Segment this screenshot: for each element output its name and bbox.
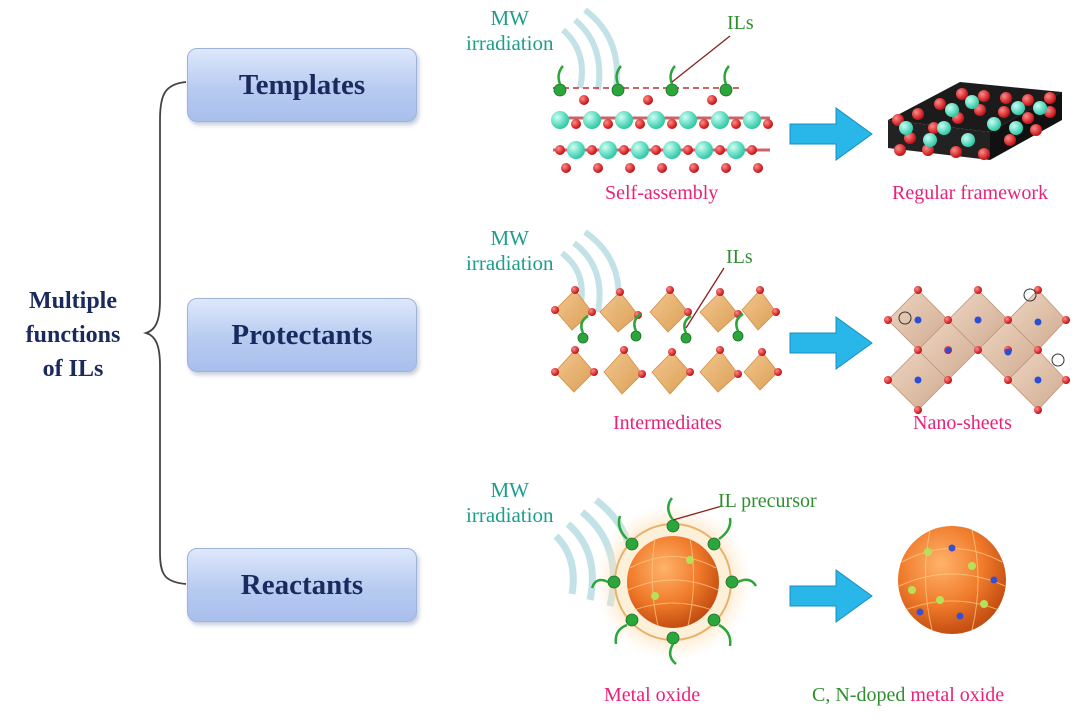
caption-regular-framework: Regular framework xyxy=(892,182,1049,204)
function-label: Reactants xyxy=(240,568,364,601)
caption-nano-sheets: Nano-sheets xyxy=(913,412,1012,434)
mw-line-2: irradiation xyxy=(466,251,554,275)
root-line-3: of ILs xyxy=(42,356,104,382)
nano-sheets xyxy=(884,286,1070,414)
caption-doped-suffix: metal oxide xyxy=(910,684,1005,706)
ils-label-row1: ILs xyxy=(727,12,754,34)
mw-line-1: MW xyxy=(490,226,529,250)
function-box-templates: Templates xyxy=(187,48,417,122)
function-box-protectants: Protectants xyxy=(187,298,417,372)
mw-line-2: irradiation xyxy=(466,503,554,527)
root-line-2: functions xyxy=(25,322,121,348)
function-label: Templates xyxy=(238,68,366,101)
ils-pointer-row2 xyxy=(685,267,725,329)
mw-line-1: MW xyxy=(490,478,529,502)
caption-metal-oxide: Metal oxide xyxy=(604,684,701,706)
root-line-1: Multiple xyxy=(29,288,117,314)
mw-label-row3: MW irradiation xyxy=(466,478,553,528)
ils-label-row2: ILs xyxy=(726,246,753,268)
function-label: Protectants xyxy=(231,318,373,351)
function-box-reactants: Reactants xyxy=(187,548,417,622)
mw-waves-row1 xyxy=(560,7,620,96)
mw-line-1: MW xyxy=(490,6,529,30)
mw-line-2: irradiation xyxy=(466,31,554,55)
metal-oxide-sphere xyxy=(590,497,758,665)
intermediates-chains xyxy=(551,267,782,395)
arrow-row3 xyxy=(789,569,873,623)
caption-doped-prefix: C, N-doped xyxy=(812,684,906,706)
il-precursor-label: IL precursor xyxy=(718,490,817,512)
ils-pointer-row1 xyxy=(671,35,731,83)
caption-intermediates: Intermediates xyxy=(613,412,722,434)
doped-metal-oxide-sphere xyxy=(898,526,1006,634)
brace xyxy=(142,81,187,585)
self-assembly-lattice xyxy=(551,35,773,173)
root-label: Multiple functions of ILs xyxy=(4,284,142,386)
caption-self-assembly: Self-assembly xyxy=(605,182,719,204)
arrows xyxy=(789,107,873,623)
mw-label-row2: MW irradiation xyxy=(466,226,553,276)
arrow-row2 xyxy=(789,316,873,370)
mw-label-row1: MW irradiation xyxy=(466,6,553,56)
caption-doped-metal-oxide: C, N-doped metal oxide xyxy=(812,684,1004,707)
regular-framework-3d xyxy=(888,82,1062,160)
arrow-row1 xyxy=(789,107,873,161)
il-precursor-pointer xyxy=(672,505,723,521)
